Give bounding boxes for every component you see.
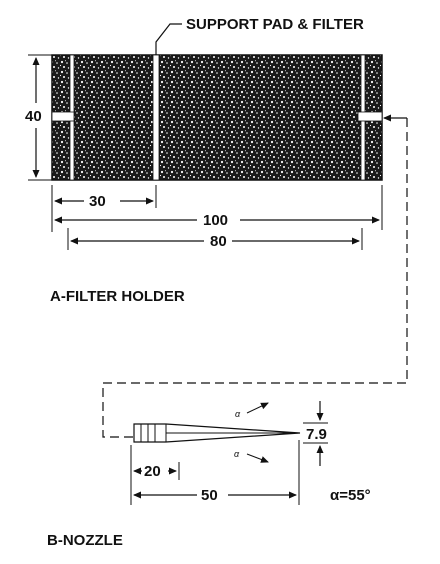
nozzle-caption: B-NOZZLE: [47, 532, 123, 549]
height-dim-label: 40: [25, 108, 42, 125]
inner-dim-label: 80: [210, 233, 227, 250]
support-pad-callout: SUPPORT PAD & FILTER: [155, 16, 364, 55]
inner-dimension: 80: [67, 228, 363, 250]
nozzle-body: [133, 423, 301, 443]
pad-dimension: 30: [51, 185, 157, 232]
angle-annotations: α α: [234, 402, 269, 463]
support-pad-label: SUPPORT PAD & FILTER: [186, 16, 364, 33]
nozzle-length-label: 50: [201, 487, 218, 504]
insert-dimension: 20: [130, 445, 180, 505]
height-dimension: 40: [25, 54, 52, 181]
tip-dim-label: 7.9: [306, 426, 327, 443]
angle-note: α=55°: [330, 487, 371, 504]
alpha-bottom-label: α: [234, 449, 240, 459]
pad-dim-label: 30: [89, 193, 106, 210]
alpha-top-label: α: [235, 409, 241, 419]
filter-holder-caption: A-FILTER HOLDER: [50, 288, 185, 305]
tip-dimension: 7.9: [303, 401, 328, 466]
length-dimension: 100: [54, 185, 383, 230]
filter-holder-body: [51, 54, 383, 181]
nozzle-length-dimension: 50: [133, 440, 300, 505]
connection-path: [102, 114, 408, 438]
insert-dim-label: 20: [144, 463, 161, 480]
length-dim-label: 100: [203, 212, 228, 229]
